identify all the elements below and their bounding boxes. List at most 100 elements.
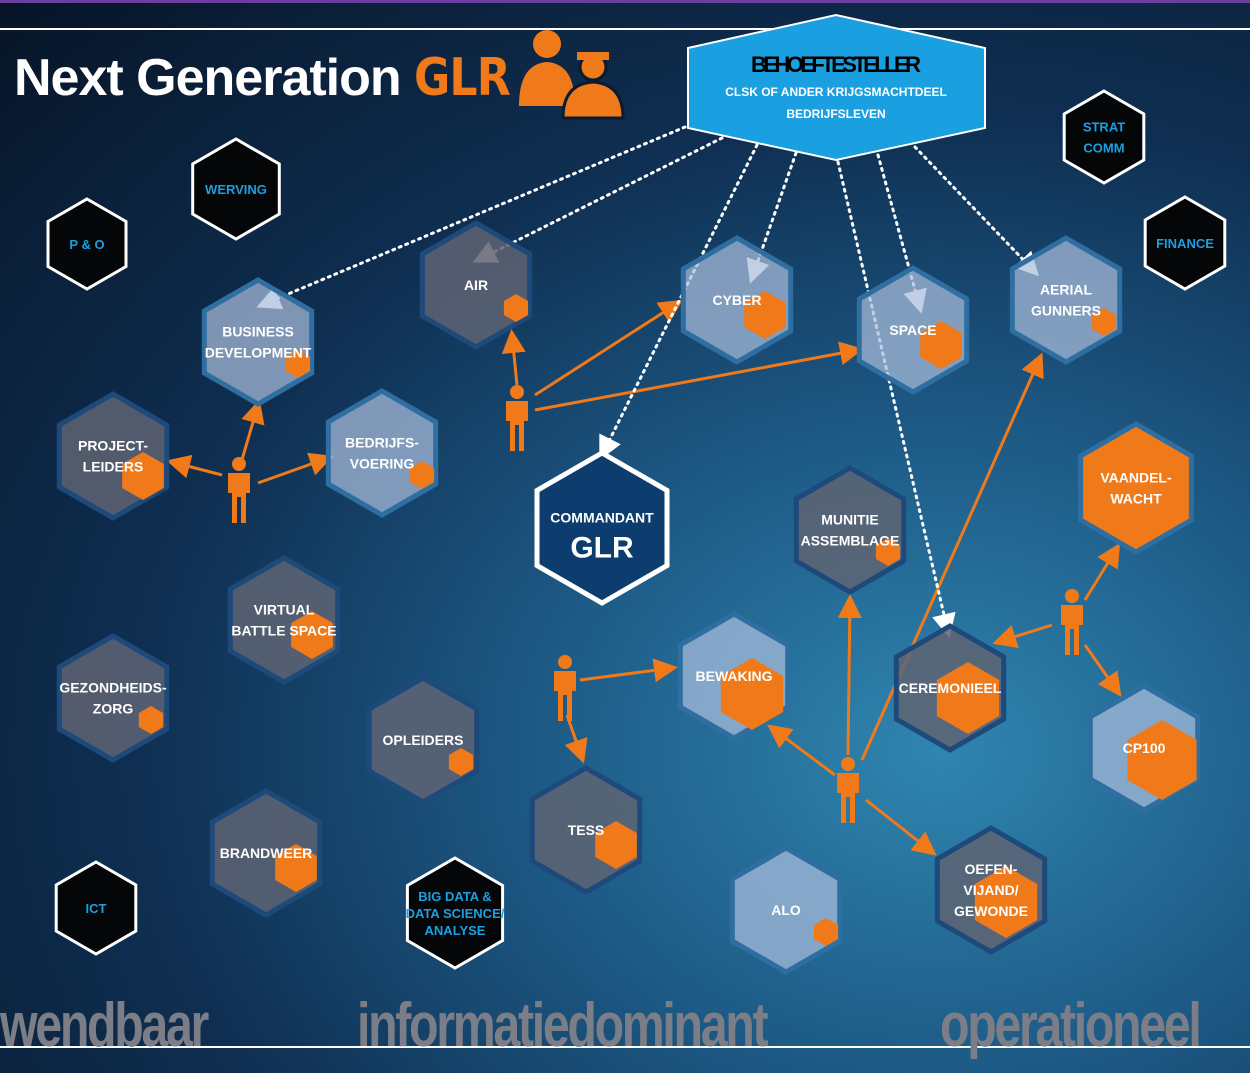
node-label: P & O <box>69 237 104 252</box>
node-ceremonieel[interactable]: CEREMONIEEL <box>893 623 1007 753</box>
node-space[interactable]: SPACE <box>856 265 970 395</box>
orange-arrow <box>860 352 1044 761</box>
node-werving[interactable]: WERVING <box>191 137 281 241</box>
node-busdev[interactable]: BUSINESS DEVELOPMENT <box>201 277 315 407</box>
orange-hexagon-marker <box>813 918 839 946</box>
node-label: OEFEN- <box>965 861 1018 877</box>
node-po[interactable]: P & O <box>46 197 128 291</box>
orange-arrow <box>501 329 526 386</box>
node-label: ALO <box>771 902 801 918</box>
orange-hexagon-marker <box>920 321 962 369</box>
orange-hexagon-marker <box>974 866 1038 938</box>
node-tess[interactable]: TESS <box>529 765 643 895</box>
behoeftesteller-line2: BEDRIJFSLEVEN <box>786 107 885 121</box>
dotted-arrow <box>836 160 956 638</box>
node-projectleiders[interactable]: PROJECT-LEIDERS <box>56 391 170 521</box>
orange-hexagon-marker <box>448 748 474 776</box>
orange-hexagon-marker <box>409 461 435 489</box>
person-icon <box>1061 589 1083 655</box>
node-label: VOERING <box>350 456 415 472</box>
top-divider <box>0 28 1250 30</box>
node-brandweer[interactable]: BRANDWEER <box>209 788 323 918</box>
node-label: BATTLE SPACE <box>231 623 336 639</box>
hexagon-shape <box>419 220 533 350</box>
node-vaandelwacht[interactable]: VAANDEL-WACHT <box>1078 421 1194 555</box>
orange-hexagon-marker <box>1127 720 1197 800</box>
behoeftesteller-line1: CLSK OF ANDER KRIJGSMACHTDEEL <box>725 85 947 99</box>
hexagon-shape <box>56 633 170 763</box>
node-cyber[interactable]: CYBER <box>680 235 794 365</box>
node-label: BUSINESS <box>222 324 294 340</box>
node-label: CEREMONIEEL <box>899 680 1002 696</box>
dotted-arrow <box>913 145 1040 277</box>
dotted-arrow <box>472 136 724 263</box>
orange-arrow <box>579 658 678 683</box>
node-virtual[interactable]: VIRTUAL BATTLE SPACE <box>227 555 341 685</box>
orange-hexagon-marker <box>936 662 1000 734</box>
node-bedrijfsvoering[interactable]: BEDRIJFS-VOERING <box>325 388 439 518</box>
orange-hexagon-marker <box>875 538 901 566</box>
page-title: Next Generation GLR <box>14 48 527 108</box>
orange-hexagon-marker <box>285 350 311 378</box>
node-gezondheidszorg[interactable]: GEZONDHEIDS-ZORG <box>56 633 170 763</box>
orange-arrow <box>166 454 223 479</box>
hexagon-shape <box>405 856 505 970</box>
person-icon <box>554 655 576 721</box>
orange-hexagon-marker <box>1091 308 1117 336</box>
node-label: VIRTUAL <box>254 602 315 618</box>
hexagon-shape <box>54 860 138 956</box>
node-ict[interactable]: ICT <box>54 860 138 956</box>
person-icon <box>506 385 528 451</box>
orange-arrow <box>1083 542 1121 601</box>
title-accent: GLR <box>414 48 511 108</box>
node-label: VIJAND/ <box>963 882 1018 898</box>
node-air[interactable]: AIR <box>419 220 533 350</box>
orange-hexagon-marker <box>138 706 164 734</box>
orange-hexagon-marker <box>122 452 164 500</box>
node-alo[interactable]: ALO <box>729 845 843 975</box>
node-oefenvijand[interactable]: OEFEN-VIJAND/GEWONDE <box>934 825 1048 955</box>
hexagon-shape <box>534 450 670 606</box>
orange-arrow <box>992 623 1053 649</box>
people-icon <box>519 30 625 120</box>
node-label: WERVING <box>205 182 267 197</box>
node-bewaking[interactable]: BEWAKING <box>677 611 791 741</box>
orange-hexagon-marker <box>291 611 333 659</box>
hexagon-shape <box>325 388 439 518</box>
orange-arrow <box>257 452 334 485</box>
hexagon-shape <box>56 391 170 521</box>
orange-hexagon-marker <box>275 844 317 892</box>
orange-hexagon-marker <box>720 658 784 730</box>
node-bigdata[interactable]: BIG DATA &DATA SCIENCE/ANALYSE <box>405 856 505 970</box>
node-cp100[interactable]: CP100 <box>1087 683 1201 813</box>
node-label: DEVELOPMENT <box>205 345 312 361</box>
node-label: PROJECT- <box>78 438 148 454</box>
node-finance[interactable]: FINANCE <box>1143 195 1227 291</box>
title-prefix: Next Generation <box>14 49 402 107</box>
node-opleiders[interactable]: OPLEIDERS <box>366 675 480 805</box>
node-label: BEWAKING <box>696 668 773 684</box>
person-icon <box>837 757 859 823</box>
orange-arrow <box>534 341 864 412</box>
behoeftesteller-node[interactable]: BEHOEFTESTELLER CLSK OF ANDER KRIJGSMACH… <box>687 13 986 162</box>
node-label: AIR <box>464 277 488 293</box>
dotted-arrow <box>256 125 687 310</box>
node-label: OPLEIDERS <box>383 732 464 748</box>
node-label: GLR <box>570 532 634 565</box>
hexagon-shape <box>1078 421 1194 555</box>
footer-word-informatiedominant: informatiedominant <box>357 991 769 1060</box>
hexagon-shape <box>366 675 480 805</box>
node-label: BIG DATA & <box>418 889 491 904</box>
node-label: ANALYSE <box>425 923 486 938</box>
orange-arrow <box>837 594 862 756</box>
node-label: FINANCE <box>1156 236 1214 251</box>
orange-hexagon-marker <box>744 291 786 339</box>
node-label: STRAT <box>1083 120 1125 135</box>
node-label: TESS <box>568 822 605 838</box>
orange-arrow <box>564 714 588 764</box>
